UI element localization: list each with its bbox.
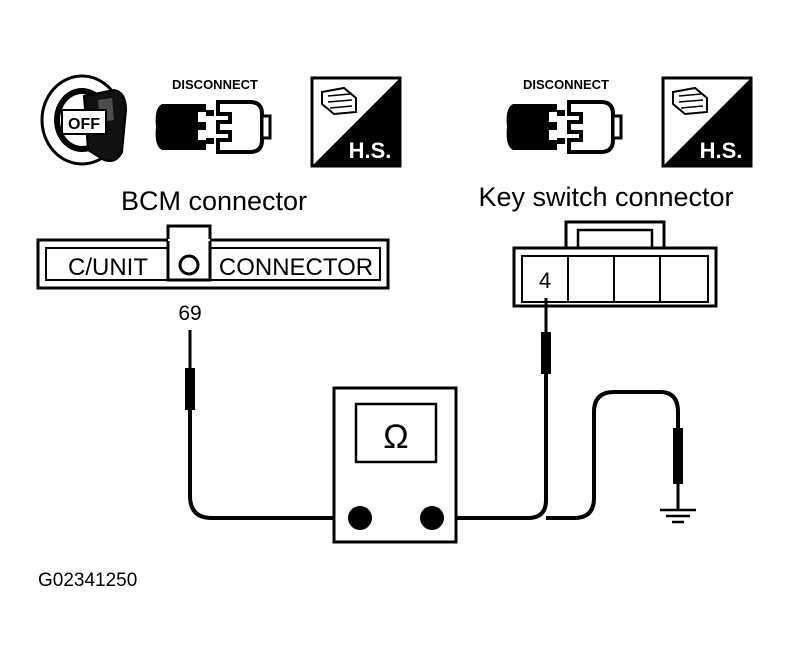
key-switch-connector-title: Key switch connector (478, 182, 733, 212)
bcm-connector-label: CONNECTOR (219, 254, 373, 281)
hs-label-left: H.S. (349, 138, 392, 163)
figure-id: G02341250 (38, 570, 137, 591)
bcm-connector-title: BCM connector (121, 186, 307, 216)
harness-side-icon: H.S. (661, 76, 753, 168)
bcm-cunit-label: C/UNIT (68, 254, 148, 281)
disconnect-label-left: DISCONNECT (172, 77, 258, 92)
key-switch-terminal-label: 4 (539, 268, 551, 293)
key-switch-connector: 4 (512, 220, 718, 308)
bcm-connector: C/UNIT CONNECTOR (36, 224, 390, 290)
ground-lead (546, 390, 683, 520)
ohm-symbol: Ω (383, 418, 408, 456)
meter-terminal-right (420, 506, 444, 530)
disconnect-icon: DISCONNECT (155, 77, 272, 154)
hs-label-right: H.S. (700, 138, 743, 163)
right-test-probe (432, 298, 551, 520)
disconnect-label-right: DISCONNECT (523, 77, 609, 92)
key-off-label: OFF (68, 116, 100, 133)
harness-side-icon: H.S. (310, 76, 402, 168)
ground-symbol (660, 508, 696, 524)
left-test-probe (185, 330, 360, 520)
ohmmeter: Ω (332, 386, 458, 544)
bcm-terminal-label: 69 (178, 302, 201, 325)
disconnect-icon: DISCONNECT (506, 77, 623, 154)
meter-terminal-left (348, 506, 372, 530)
ignition-key-off-icon: OFF (40, 74, 128, 166)
